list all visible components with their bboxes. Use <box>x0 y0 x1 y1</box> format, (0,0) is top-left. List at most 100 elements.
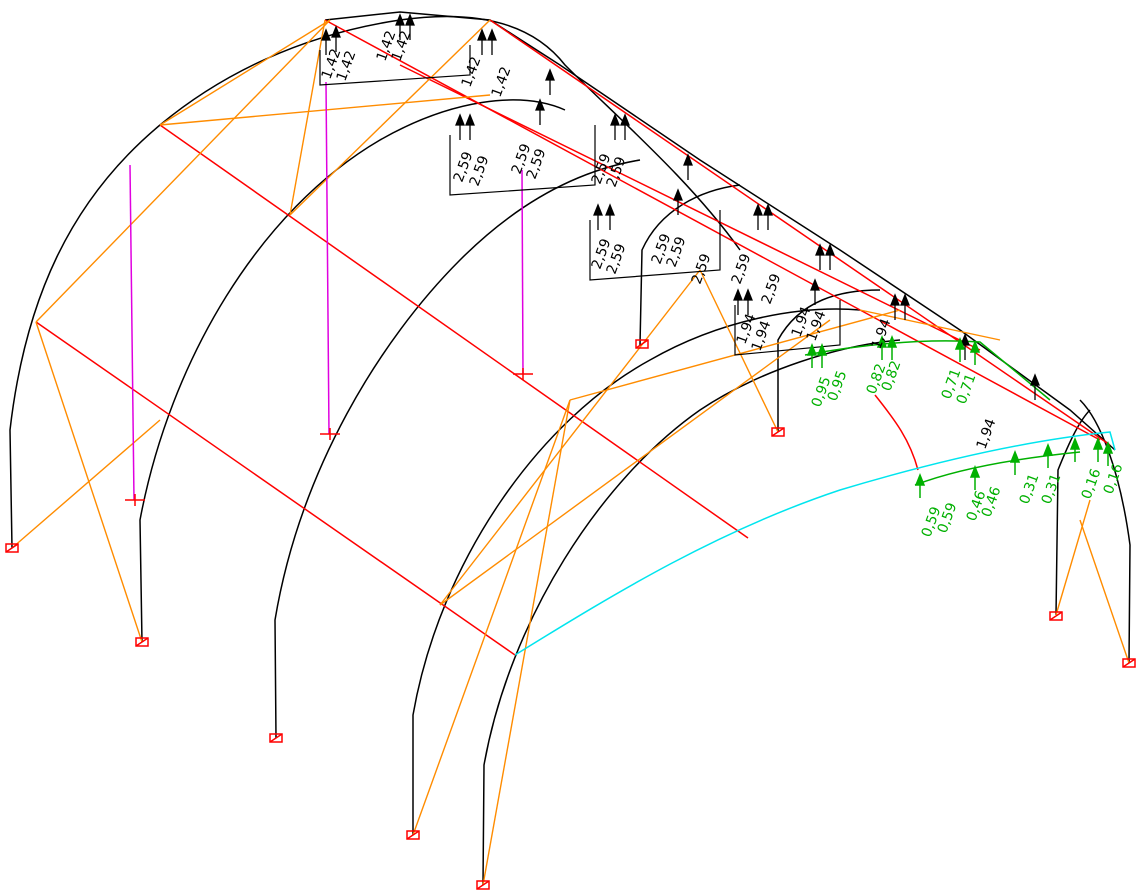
load-label: 2,59 <box>759 272 785 307</box>
green-load-arrow <box>954 336 966 362</box>
green-load-label: 0,16 <box>1101 462 1127 497</box>
green-load-edge <box>804 340 1081 486</box>
load-arrow <box>331 25 341 52</box>
load-arrow <box>1030 373 1040 400</box>
hanger-support-1 <box>125 494 145 506</box>
green-load-arrow <box>816 342 828 368</box>
load-arrow <box>960 333 970 360</box>
support-8 <box>1049 611 1063 621</box>
purlin-2 <box>159 124 749 539</box>
brace-13 <box>699 269 779 433</box>
arch-frame-far-2 <box>777 289 881 432</box>
load-arrow <box>321 28 331 55</box>
arch-frame-4 <box>412 308 861 835</box>
load-arrow <box>743 288 753 315</box>
green-load-label: 0,31 <box>1039 472 1065 507</box>
load-label: 1,94 <box>974 417 1000 452</box>
green-load-arrow <box>1069 436 1081 462</box>
green-load-label: 0,59 <box>935 501 961 536</box>
arch-frames <box>9 11 1131 886</box>
support-1 <box>5 543 19 553</box>
load-arrow <box>825 243 835 270</box>
green-load-arrow <box>1102 440 1114 466</box>
purlins <box>35 19 1111 656</box>
support-3 <box>269 733 283 743</box>
green-load-label: 0,46 <box>979 485 1005 520</box>
bracing <box>11 19 1130 886</box>
purlin-1 <box>35 321 516 656</box>
purlin-5 <box>399 64 981 351</box>
load-block-outline <box>589 210 721 281</box>
green-load-arrow <box>969 339 981 365</box>
brace-11 <box>439 319 831 606</box>
brace-5 <box>159 94 491 126</box>
load-arrow <box>465 113 475 140</box>
green-load-arrow <box>1042 442 1054 468</box>
green-load-label: 0,82 <box>879 359 905 394</box>
load-arrow <box>900 293 910 320</box>
load-arrow <box>455 113 465 140</box>
load-arrow <box>810 278 820 305</box>
support-4 <box>406 830 420 840</box>
hanger-3 <box>521 169 524 375</box>
brace-4 <box>159 19 331 126</box>
load-arrow <box>763 203 773 230</box>
brace-6 <box>289 19 326 216</box>
load-arrow <box>620 113 630 140</box>
green-load-label: 0,95 <box>825 369 851 404</box>
load-arrow <box>593 203 603 230</box>
load-arrow <box>395 13 405 40</box>
support-6 <box>635 339 649 349</box>
hangers <box>129 81 524 501</box>
hanger-support-2 <box>320 428 340 440</box>
brace-15 <box>1079 519 1130 664</box>
black-load-outlines <box>319 45 841 356</box>
brace-14 <box>1055 499 1091 616</box>
load-arrow <box>545 68 555 95</box>
load-arrow <box>890 293 900 320</box>
load-arrow <box>477 28 487 55</box>
load-arrow <box>405 13 415 40</box>
green-load-arrow <box>886 334 898 360</box>
brace-10 <box>482 399 571 886</box>
load-block-outline <box>734 300 841 356</box>
purlin-3 <box>324 19 1101 441</box>
supports <box>5 339 1136 890</box>
load-arrow <box>683 153 693 180</box>
green-load-arrow <box>969 464 981 490</box>
brace-7 <box>289 19 491 216</box>
green-load-arrow <box>1092 436 1104 462</box>
load-arrow <box>610 113 620 140</box>
brace-2 <box>11 419 161 549</box>
purlin-6 <box>874 394 919 471</box>
hanger-1 <box>129 164 135 501</box>
load-block-outline <box>319 45 471 86</box>
brace-3 <box>35 19 331 323</box>
support-7 <box>771 427 785 437</box>
load-label: 2,59 <box>689 252 715 287</box>
load-arrow <box>733 288 743 315</box>
arch-frame-3 <box>274 159 641 739</box>
support-5 <box>476 880 490 890</box>
load-arrow <box>487 28 497 55</box>
green-load-arrows <box>806 334 1114 498</box>
load-arrow <box>753 203 763 230</box>
arch-frame-far-3 <box>1055 409 1091 616</box>
load-arrow <box>535 98 545 125</box>
purlin-4 <box>489 19 1111 446</box>
arch-frame-far-4 <box>1079 399 1131 664</box>
load-arrow <box>815 243 825 270</box>
green-load-arrow <box>1009 449 1021 475</box>
green-load-arrow <box>876 334 888 360</box>
load-block-outline <box>449 125 596 196</box>
green-load-arrow <box>914 472 926 498</box>
load-label: 1,42 <box>489 65 515 100</box>
green-load-label: 0,16 <box>1079 467 1105 502</box>
support-2 <box>135 637 149 647</box>
hanger-2 <box>325 81 330 435</box>
support-9 <box>1122 658 1136 668</box>
load-arrow <box>673 188 683 215</box>
brace-16 <box>859 309 1001 341</box>
brace-9 <box>439 269 701 606</box>
